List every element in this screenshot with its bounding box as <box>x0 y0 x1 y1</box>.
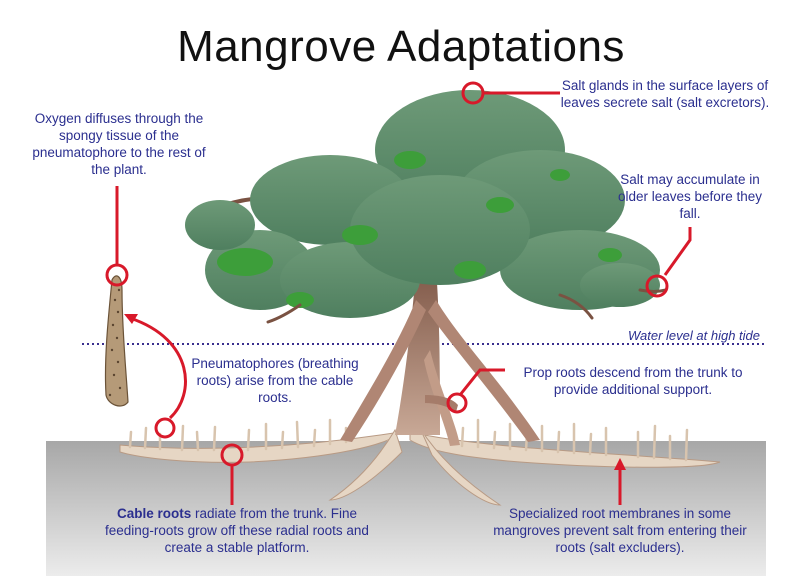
callout-oxygen: Oxygen diffuses through the spongy tissu… <box>32 111 206 177</box>
water-level-label: Water level at high tide <box>628 328 760 343</box>
page-title: Mangrove Adaptations <box>177 22 625 71</box>
feeding-roots <box>128 418 689 462</box>
callout-circle-salt-glands <box>461 81 485 105</box>
callout-membranes: Specialized root membranes in some mangr… <box>493 506 747 555</box>
callout-salt-accumulate: Salt may accumulate in older leaves befo… <box>617 172 763 221</box>
callout-arrowhead-membranes <box>614 458 626 470</box>
callout-circle-salt-accumulate <box>645 274 669 298</box>
callout-circle-cable-roots <box>220 443 244 467</box>
callout-prop-roots: Prop roots descend from the trunk to pro… <box>523 365 743 397</box>
pneumatophore-detail <box>104 275 129 407</box>
callout-line-salt-accumulate <box>663 227 692 276</box>
callout-arrow-pneumatophores <box>129 316 187 420</box>
callout-circle-pneumatophores <box>154 417 176 439</box>
callout-pneumatophores: Pneumatophores (breathing roots) arise f… <box>191 356 359 405</box>
cable-roots <box>119 427 721 506</box>
cable-roots-bold-text: Cable roots <box>116 506 192 521</box>
canopy-highlights <box>217 151 622 308</box>
callout-line-prop-roots <box>458 368 505 396</box>
callout-salt-glands: Salt glands in the surface layers of lea… <box>560 78 770 110</box>
callout-circle-prop-roots <box>446 392 468 414</box>
callout-arrowhead-pneumatophores <box>124 314 138 324</box>
callout-cable-roots: Cable roots radiate from the trunk. Fine… <box>92 505 382 556</box>
callout-circle-oxygen <box>105 263 129 287</box>
callout-markers <box>105 81 692 505</box>
cable-roots-text: radiate from the trunk. Fine feeding-roo… <box>105 506 369 555</box>
branch-tips <box>266 288 668 324</box>
canopy <box>185 90 660 318</box>
